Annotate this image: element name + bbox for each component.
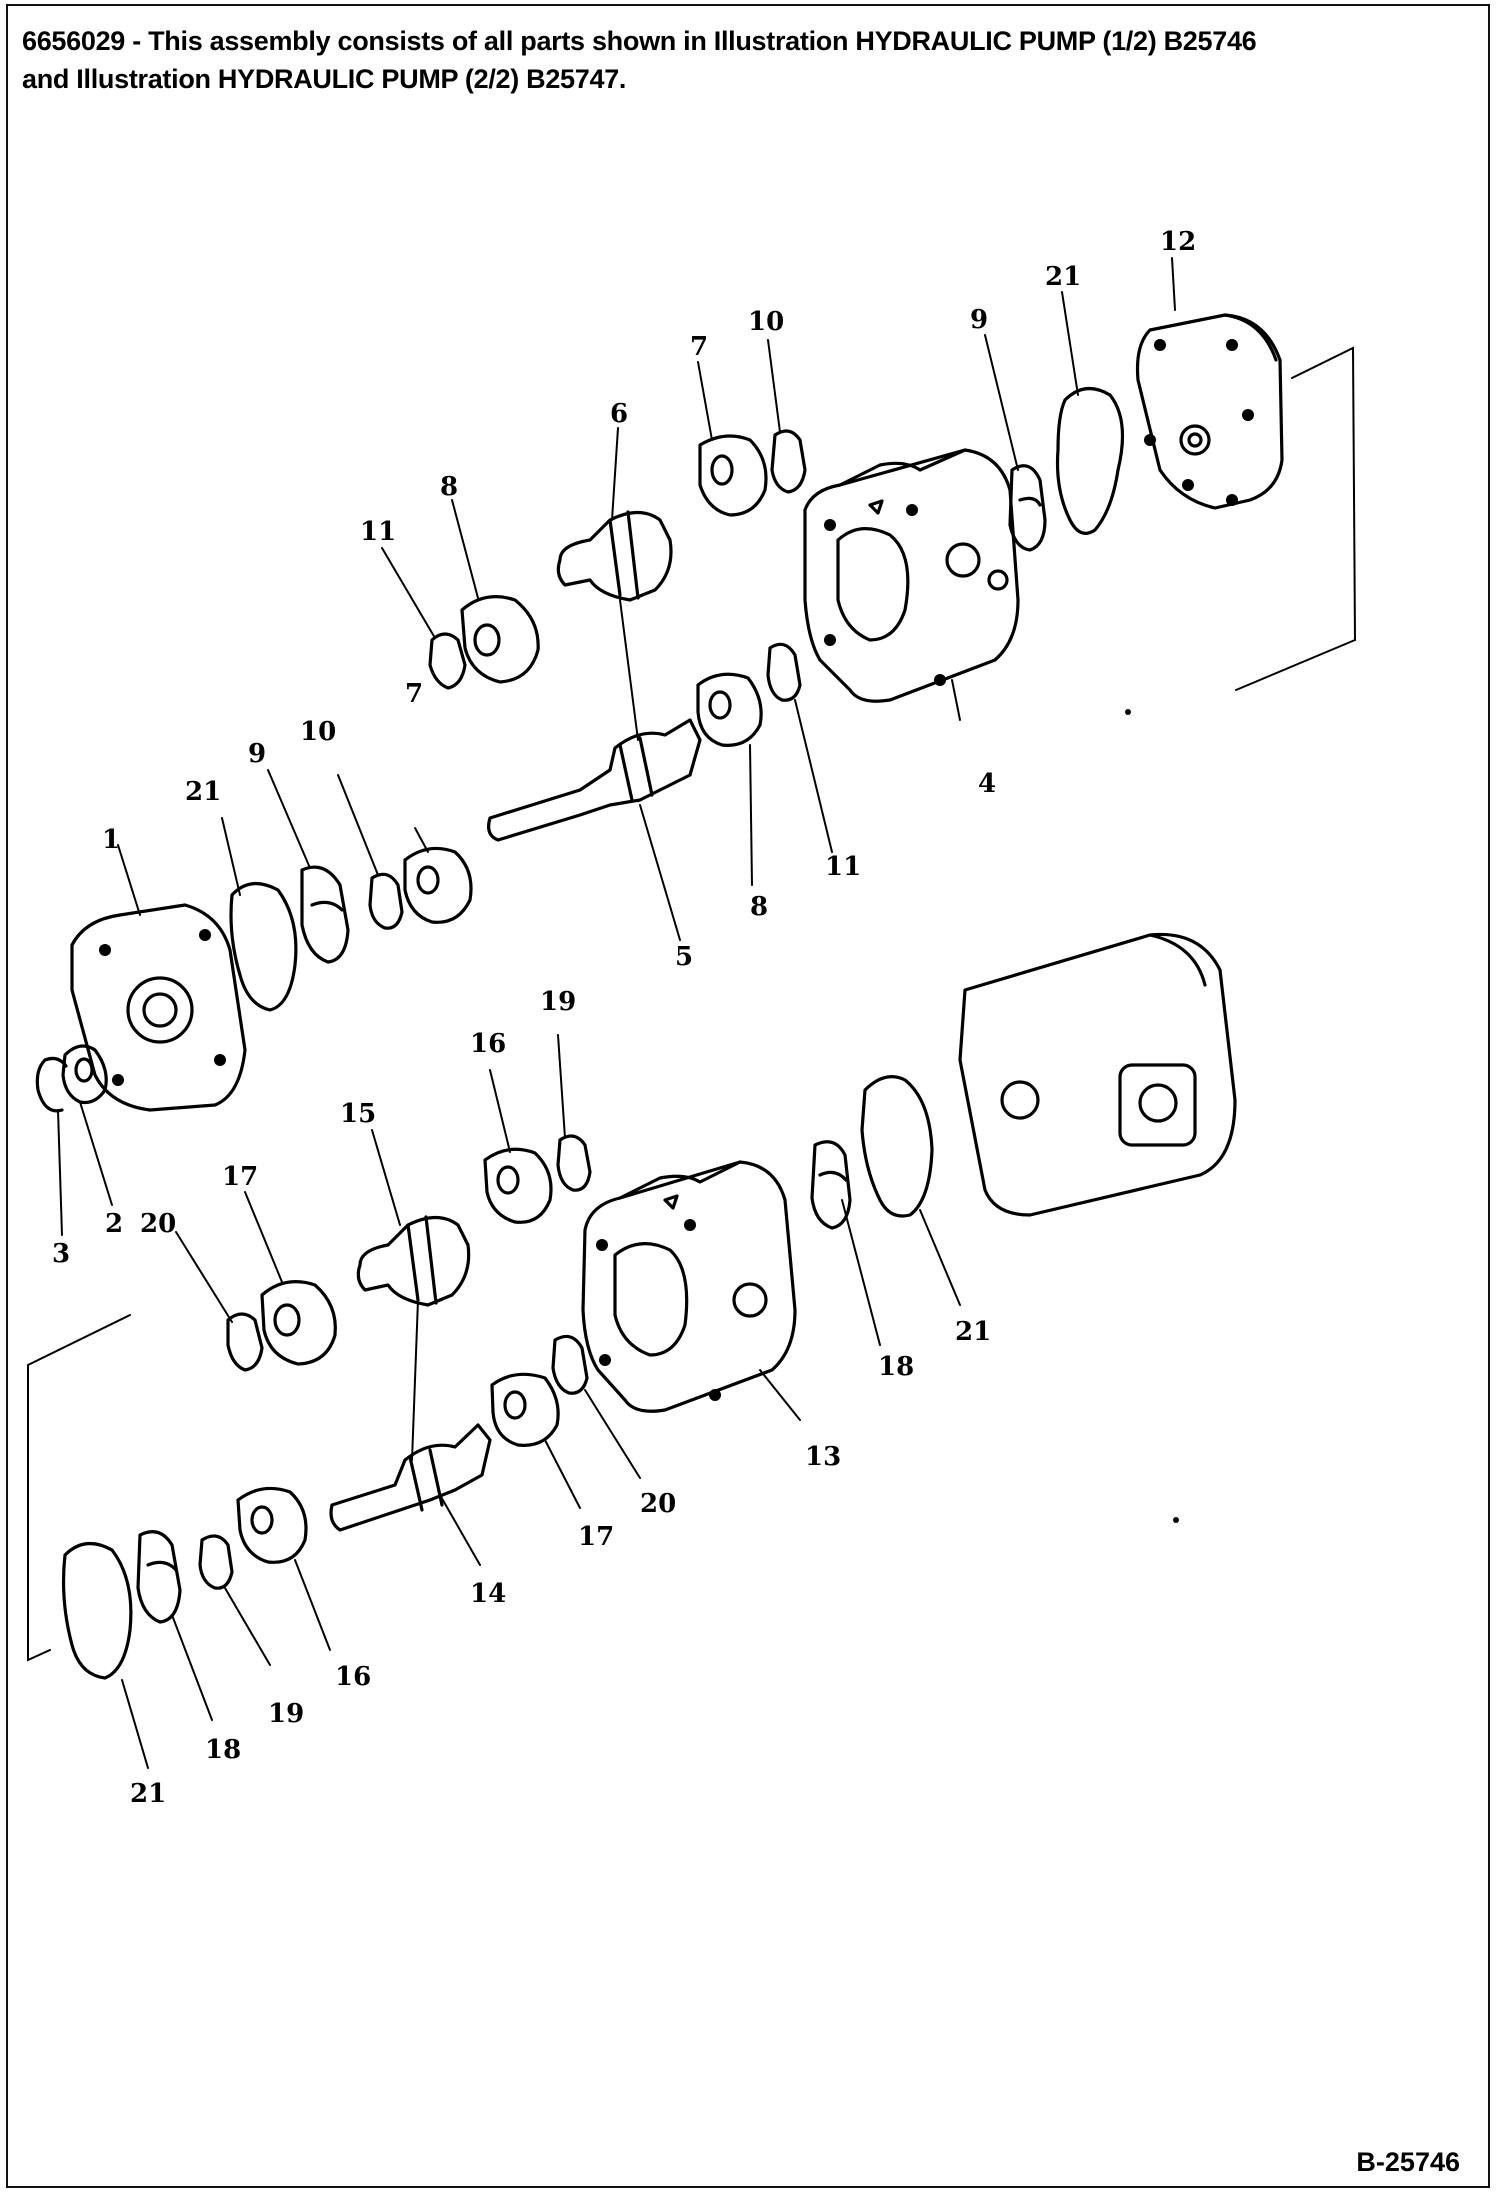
callout-20-upper: 20	[140, 1209, 176, 1239]
part-17-bushing-upper	[260, 1280, 337, 1366]
caption-line-2: and Illustration HYDRAULIC PUMP (2/2) B2…	[22, 64, 627, 94]
part-5-drive-shaft	[487, 718, 702, 842]
part-21-seal-ring-upper	[1055, 387, 1125, 535]
part-21-seal-ring-upper-left	[229, 882, 298, 1012]
assembly-caption: 6656029 - This assembly consists of all …	[22, 22, 1472, 98]
callout-7-upper: 7	[690, 332, 708, 362]
caption-line-1: 6656029 - This assembly consists of all …	[22, 26, 1257, 56]
part-2-bearing	[61, 1044, 108, 1105]
part-13-lower-pump-body	[581, 1160, 797, 1413]
callout-17-lower: 17	[578, 1522, 614, 1552]
scan-speck	[1125, 709, 1131, 715]
callout-15: 15	[340, 1099, 376, 1129]
part-14-drive-gear-shaft	[329, 1423, 492, 1532]
part-10-seal-lower	[368, 872, 404, 930]
callout-13: 13	[805, 1442, 841, 1472]
part-4-upper-pump-body	[803, 448, 1020, 703]
callout-9-lower: 9	[248, 739, 266, 769]
callout-14: 14	[470, 1579, 506, 1609]
part-9-backup-ring-upper	[1008, 464, 1047, 552]
part-17-bushing-lower	[490, 1372, 560, 1447]
scan-speck	[1173, 1517, 1179, 1523]
callout-2: 2	[105, 1209, 123, 1239]
part-9-backup-ring-lower	[300, 865, 350, 964]
part-18-backup-ring-lower	[136, 1530, 182, 1624]
part-11-seal-lower	[766, 642, 802, 702]
callout-3: 3	[52, 1239, 70, 1269]
callout-19-upper: 19	[540, 987, 576, 1017]
part-20-seal-lower	[551, 1334, 589, 1395]
callout-8-lower: 8	[750, 892, 768, 922]
part-7-bushing-upper	[698, 434, 768, 517]
part-19-seal-lower	[198, 1534, 234, 1590]
part-3-snap-ring	[35, 1056, 68, 1113]
part-20-seal-upper	[226, 1312, 264, 1372]
callout-21-lower-left: 21	[130, 1779, 166, 1809]
callout-20-lower: 20	[640, 1489, 676, 1519]
callout-21-lower-right: 21	[955, 1317, 991, 1347]
part-16-bushing-lower	[236, 1486, 308, 1564]
assembly-bracket-upper	[1235, 346, 1357, 691]
callout-21-upper-left: 21	[185, 777, 221, 807]
part-7-bushing-lower	[403, 846, 473, 924]
callout-11-upper: 11	[360, 517, 396, 547]
callout-18-upper: 18	[878, 1352, 914, 1382]
assembly-bracket-lower	[27, 1314, 131, 1662]
callout-1: 1	[102, 825, 120, 855]
part-10-seal-upper	[770, 429, 807, 494]
callout-18-lower: 18	[205, 1735, 241, 1765]
rear-pump-housing	[958, 932, 1237, 1217]
figure-number: B-25746	[1356, 2147, 1460, 2177]
part-8-bushing-upper	[460, 595, 540, 684]
callout-labels: 12 21 9 10 7 6 8 11 4 5 8 11 7 10 9 21 1…	[52, 227, 1196, 1809]
part-21-seal-ring-lower-right	[860, 1075, 934, 1218]
callout-17-upper: 17	[222, 1162, 258, 1192]
callout-6: 6	[610, 399, 628, 429]
callout-12: 12	[1160, 227, 1196, 257]
callout-16-upper: 16	[470, 1029, 506, 1059]
part-21-seal-ring-lower-left	[61, 1542, 133, 1680]
callout-21-upper-right: 21	[1045, 262, 1081, 292]
part-19-seal-upper	[556, 1134, 592, 1192]
part-11-seal-upper	[428, 632, 467, 690]
part-12-rear-cover	[1135, 313, 1284, 510]
callout-10-upper: 10	[748, 307, 784, 337]
part-1-front-cover	[70, 903, 247, 1112]
part-16-bushing-upper	[483, 1147, 553, 1224]
leader-lines	[57, 257, 1176, 1769]
callout-5: 5	[675, 942, 693, 972]
callout-16-lower: 16	[335, 1662, 371, 1692]
callout-10-lower: 10	[300, 717, 336, 747]
callout-7-lower: 7	[405, 679, 423, 709]
drawing-frame	[6, 4, 1490, 2188]
part-15-driven-gear	[356, 1215, 471, 1307]
callout-4: 4	[978, 769, 996, 799]
callout-11-lower: 11	[825, 852, 861, 882]
callout-19-lower: 19	[268, 1699, 304, 1729]
part-18-backup-ring-upper	[810, 1140, 852, 1230]
part-8-bushing-lower	[696, 672, 763, 747]
callout-9-upper: 9	[970, 305, 988, 335]
part-6-driven-gear	[556, 510, 673, 602]
callout-8-upper: 8	[440, 472, 458, 502]
